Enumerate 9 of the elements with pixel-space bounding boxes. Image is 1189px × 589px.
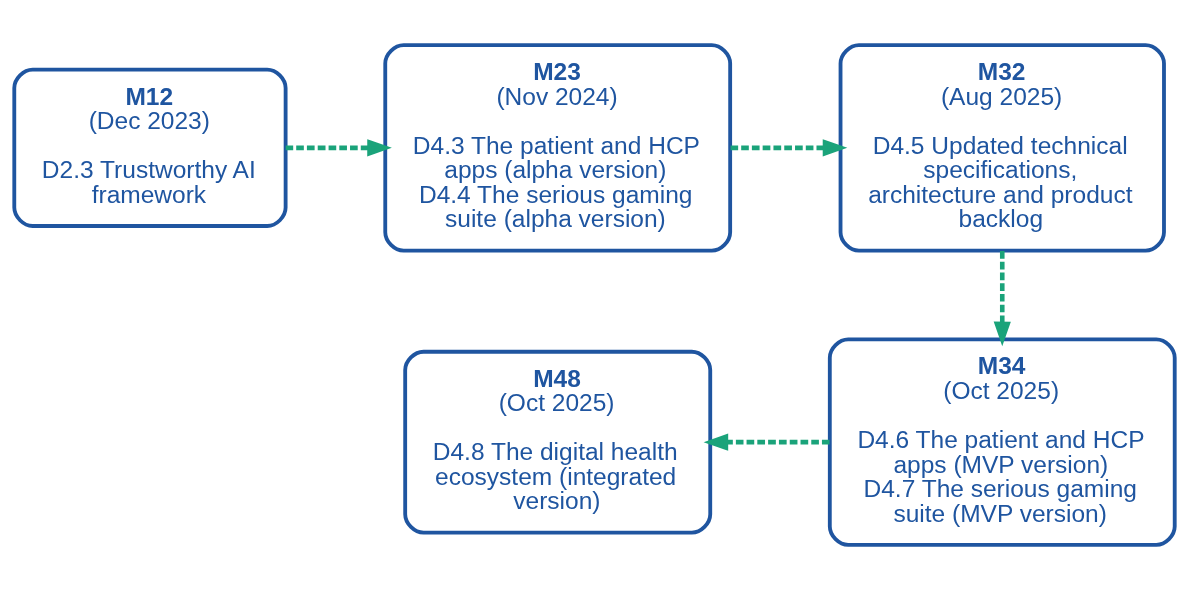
node-box: M12 (Dec 2023) D2.3 Trustworthy AI framework — [12, 67, 288, 228]
node-box: M23 (Nov 2024) D4.3 The patient and HCP apps (alpha version) D4.4 The serious gaming suite (alpha version) — [383, 42, 733, 252]
arrow — [730, 138, 848, 156]
node-box: M32 (Aug 2025) D4.5 Updated technical specifications, architecture and product backlog — [838, 42, 1166, 252]
node-box: M34 (Oct 2025) D4.6 The patient and HCP apps (MVP version) D4.7 The serious gaming suite (MVP version) — [827, 337, 1177, 547]
arrow — [993, 250, 1011, 346]
arrow — [703, 433, 830, 451]
node-box: M48 (Oct 2025) D4.8 The digital health ecosystem (integrated version) — [403, 349, 713, 534]
arrow — [285, 138, 392, 156]
